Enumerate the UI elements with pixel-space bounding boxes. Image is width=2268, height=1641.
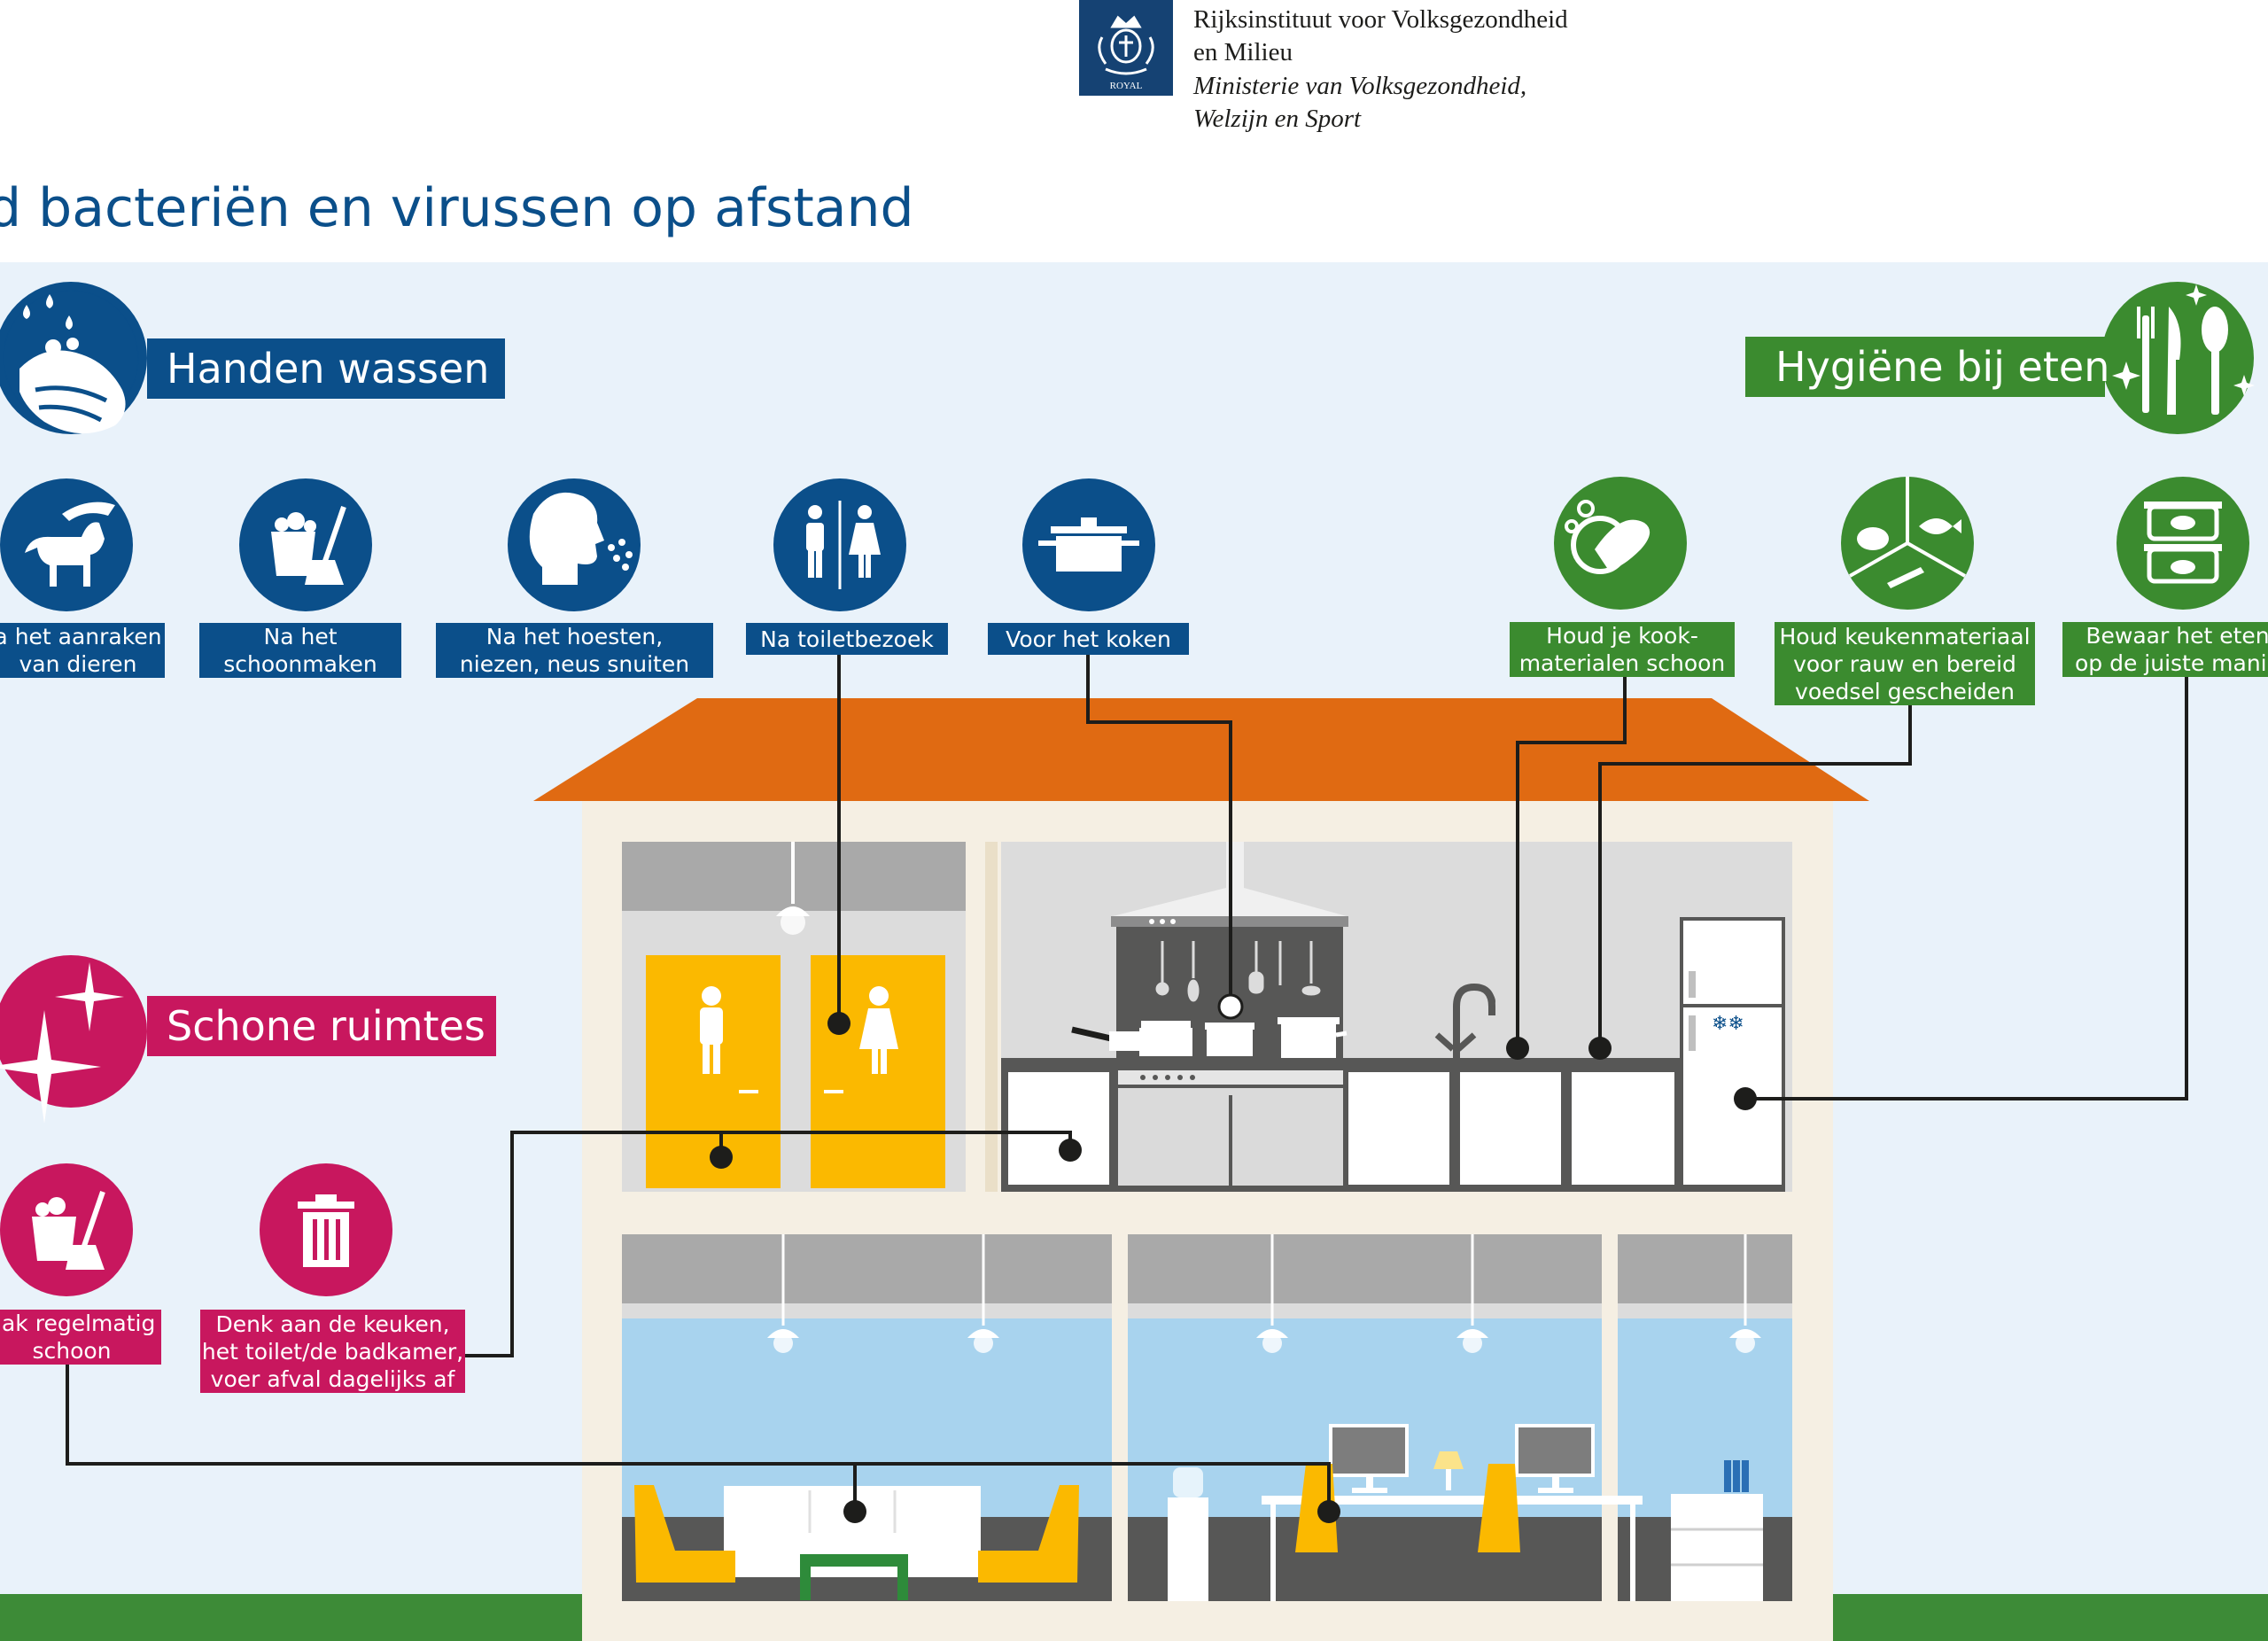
rijksoverheid-logo: ROYAL — [1079, 0, 1173, 96]
cleaning-bucket-icon — [0, 1163, 133, 1296]
roof — [533, 698, 1869, 801]
sparkle-icon — [0, 955, 147, 1124]
cleaning-bucket-icon — [239, 478, 372, 611]
dog-petting-icon — [0, 478, 133, 611]
section-banner-hygiene-bij-eten: Hygiëne bij eten — [1745, 337, 2109, 397]
sneezing-icon — [508, 478, 641, 611]
hand-washing-icon — [0, 282, 147, 434]
ministry-name-line1: Ministerie van Volksgezondheid, — [1193, 72, 1527, 100]
kitchen-counter — [1001, 1058, 1682, 1069]
label-clean-cookware: Houd je kook-materialen schoon — [1510, 622, 1735, 677]
ceiling-lamps — [767, 1234, 1761, 1353]
trash-bin-icon — [260, 1163, 392, 1296]
svg-text:ROYAL: ROYAL — [1110, 81, 1143, 91]
section-banner-schone-ruimtes: Schone ruimtes — [147, 996, 496, 1056]
food-separation-icon — [1841, 477, 1974, 610]
file-cabinet — [1671, 1494, 1763, 1601]
org-name-line1: Rijksinstituut voor Volksgezondheid — [1193, 5, 1568, 34]
section-banner-handen-wassen: Handen wassen — [147, 338, 505, 399]
floor-divider — [582, 1192, 1833, 1234]
label-toilet-visit: Na toiletbezoek — [746, 623, 948, 655]
cooking-pot-icon — [1022, 478, 1155, 611]
water-cooler — [1168, 1497, 1208, 1601]
connector-dots — [710, 993, 1757, 1523]
food-containers-icon — [2117, 477, 2249, 610]
label-before-cooking: Voor het koken — [988, 623, 1189, 655]
svg-text:❄❄: ❄❄ — [1712, 1013, 1744, 1035]
ministry-name-line2: Welzijn en Sport — [1193, 105, 1362, 133]
label-after-coughing: Na het hoesten,niezen, neus snuiten — [436, 623, 713, 678]
page-title: d bacteriën en virussen op afstand — [0, 177, 914, 239]
cutlery-icon — [2101, 282, 2255, 434]
label-kitchen-toilet-waste: Denk aan de keuken,het toilet/de badkame… — [200, 1310, 465, 1393]
org-name-line2: en Milieu — [1193, 38, 1293, 66]
connector-lines — [66, 640, 2188, 1512]
washing-dishes-icon — [1554, 477, 1687, 610]
toilet-icon — [773, 478, 906, 611]
